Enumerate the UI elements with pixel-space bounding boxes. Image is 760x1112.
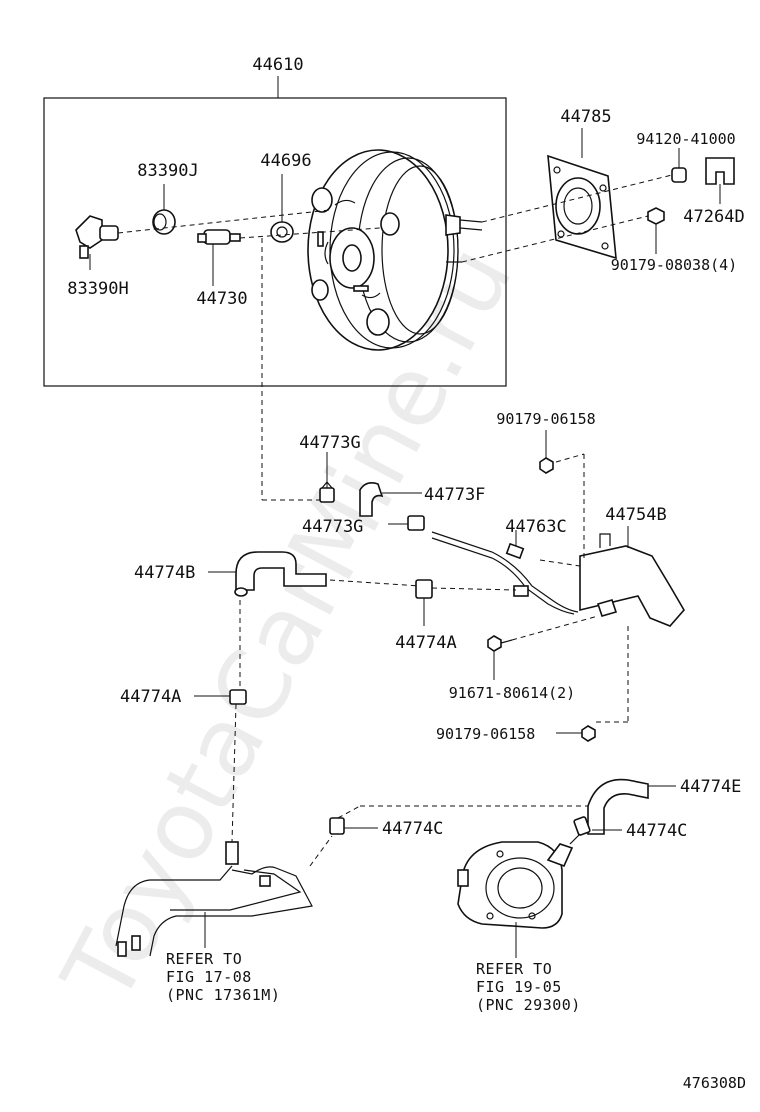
callout-44774A-left: 44774A: [120, 687, 181, 707]
clip-44774C-right: [573, 816, 622, 836]
clip-44773G-top: [319, 452, 335, 503]
callout-94120-41000: 94120-41000: [636, 130, 735, 148]
check-valve-44730: [197, 229, 241, 286]
callout-90179-06158-bottom: 90179-06158: [436, 725, 535, 743]
ref-left-line-1: REFER TO: [166, 950, 242, 968]
callout-44773G-top: 44773G: [299, 433, 360, 453]
bolt-91671-80614: [487, 635, 513, 680]
booster-assembly-group: [43, 76, 507, 387]
callout-91671-80614: 91671-80614(2): [449, 684, 575, 702]
callout-44730: 44730: [196, 289, 247, 309]
bracket-44754B: [579, 526, 685, 627]
clip-44774C-mid: [329, 817, 378, 835]
callout-44774E: 44774E: [680, 777, 741, 797]
hose-44774B: [208, 551, 327, 597]
callout-47264D: 47264D: [683, 207, 744, 227]
hose-44774E: [587, 778, 676, 835]
sensor-83390H: [75, 215, 119, 270]
grommet-83390J: [152, 184, 176, 235]
callout-90179-08038: 90179-08038(4): [611, 256, 737, 274]
ref-right-line-3: (PNC 29300): [476, 996, 581, 1014]
nut-90179-08038: [647, 207, 665, 254]
assembly-frame: [43, 97, 507, 387]
vacuum-pump: [457, 833, 581, 958]
callout-44774A-mid: 44774A: [395, 633, 456, 653]
callout-90179-06158-top: 90179-06158: [496, 410, 595, 428]
figure-code: 476308D: [683, 1074, 746, 1092]
ref-right-line-2: FIG 19-05: [476, 978, 562, 996]
nut-90179-06158-bottom: [556, 725, 596, 742]
ref-left-line-3: (PNC 17361M): [166, 986, 280, 1004]
brake-booster: [307, 149, 483, 351]
clip-44773G-mid: [388, 515, 425, 531]
clip-44774A-left: [194, 689, 247, 705]
callout-44773F: 44773F: [424, 485, 485, 505]
callout-44785: 44785: [560, 107, 611, 127]
callout-44774C-right: 44774C: [626, 821, 687, 841]
callout-44696: 44696: [260, 151, 311, 171]
callout-83390J: 83390J: [137, 161, 198, 181]
callout-44773G-mid: 44773G: [302, 517, 363, 537]
vacuum-tube-assembly: [115, 841, 313, 957]
callout-44754B: 44754B: [605, 505, 666, 525]
gasket-44785: [547, 128, 617, 260]
nut-90179-06158-top: [539, 430, 554, 474]
callout-44774B: 44774B: [134, 563, 195, 583]
clip-44774A-mid: [415, 579, 433, 626]
callout-83390H: 83390H: [67, 279, 128, 299]
callout-44774C-mid: 44774C: [382, 819, 443, 839]
hose-44773F: [359, 482, 422, 517]
clevis-47264D: [705, 157, 735, 204]
grommet-44696: [270, 174, 294, 243]
pipe-44763C: [431, 530, 579, 615]
ref-right-line-1: REFER TO: [476, 960, 552, 978]
nut-94120-41000: [671, 148, 687, 183]
callout-44610: 44610: [252, 55, 303, 75]
ref-left-line-2: FIG 17-08: [166, 968, 252, 986]
callout-44763C: 44763C: [505, 517, 566, 537]
